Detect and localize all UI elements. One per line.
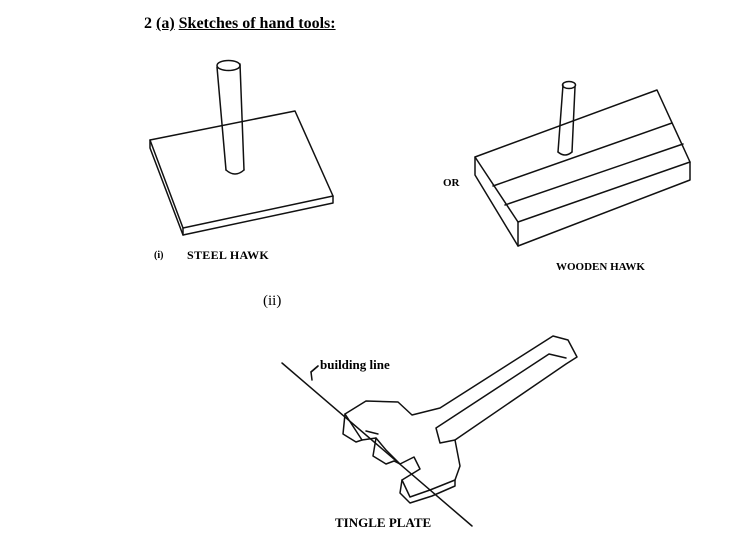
- wooden-hawk-label: WOODEN HAWK: [556, 261, 645, 273]
- heading-title: Sketches of hand tools:: [178, 15, 336, 32]
- steel-hawk-index: (i): [154, 250, 164, 261]
- steel-hawk-sketch: [149, 59, 334, 236]
- heading-number: 2: [144, 15, 152, 32]
- tingle-plate-outline: [344, 335, 578, 498]
- wooden-hawk-handle: [557, 84, 576, 153]
- wooden-hawk-grain-line-1: [492, 122, 673, 187]
- steel-hawk-label: STEEL HAWK: [187, 248, 270, 262]
- steel-hawk-handle: [216, 63, 245, 171]
- wooden-hawk-handle-base: [557, 151, 573, 156]
- tingle-plate-slot-middle: [372, 437, 401, 465]
- section-heading: 2 (a) Sketches of hand tools:: [144, 15, 336, 33]
- steel-hawk-plate-edge: [149, 139, 334, 236]
- wooden-hawk-board-top: [474, 89, 691, 223]
- wooden-hawk-grain-line-2: [504, 143, 684, 206]
- tingle-plate-slot-left: [342, 413, 379, 443]
- wooden-hawk-sketch: [474, 80, 691, 247]
- part-ii-index: (ii): [263, 293, 282, 309]
- or-label: OR: [443, 177, 460, 189]
- building-line-callout: [310, 365, 319, 373]
- building-line: [281, 362, 473, 527]
- tingle-plate-label: TINGLE PLATE: [335, 515, 432, 530]
- heading-part: (a): [156, 15, 175, 32]
- tingle-plate-inner-edge: [435, 353, 567, 444]
- steel-hawk-handle-top: [216, 59, 241, 72]
- steel-hawk-handle-base: [225, 169, 245, 175]
- steel-hawk-plate-top: [149, 110, 334, 229]
- tingle-plate-slot-right: [399, 479, 456, 504]
- wooden-hawk-handle-top: [561, 80, 577, 90]
- tingle-plate-sketch: [281, 335, 578, 527]
- wooden-hawk-board-side: [474, 156, 691, 247]
- building-line-label: building line: [320, 357, 390, 372]
